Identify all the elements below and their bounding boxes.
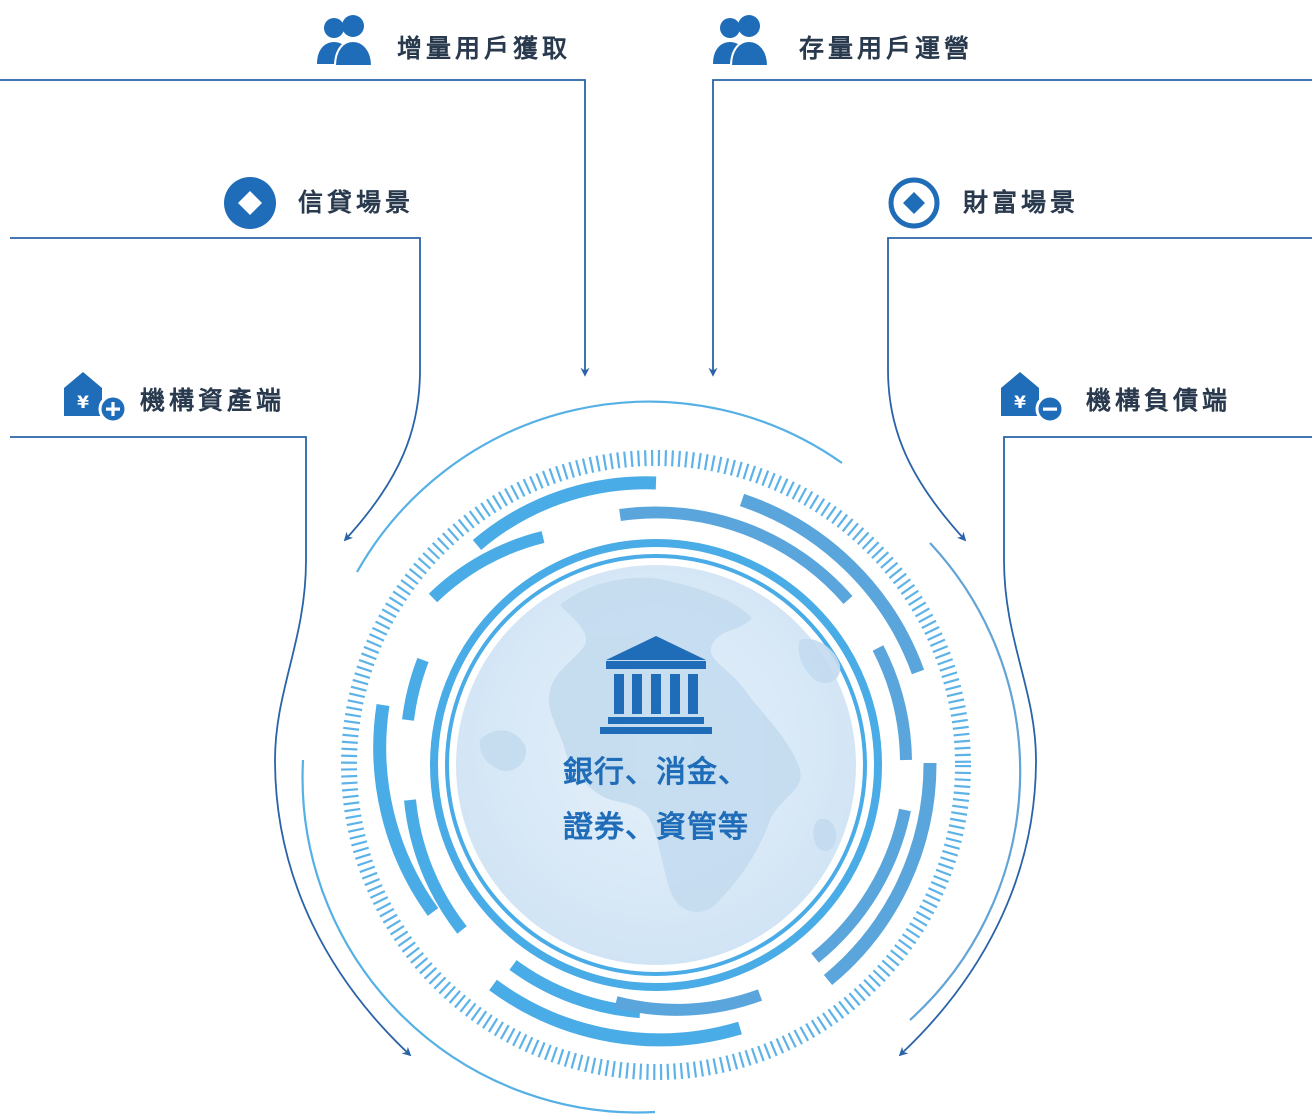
arc-segment [823, 762, 937, 986]
label-asset-side: 機構資產端 [140, 386, 286, 415]
flow-lines [0, 79, 1312, 1057]
svg-text:¥: ¥ [1014, 393, 1026, 413]
users-icon [317, 15, 374, 67]
arc-segment [811, 808, 911, 963]
outer-arc-left-bottom [301, 759, 656, 1114]
bank-icon [600, 636, 712, 734]
inner-ring-outer [430, 539, 882, 991]
line-user-operation [708, 79, 1312, 377]
tick-ring [341, 450, 971, 1080]
arc-segment [472, 476, 657, 550]
arc-segment [619, 506, 853, 604]
arc-segment [373, 704, 439, 916]
center-label-line2: 證券、資管等 [563, 810, 749, 845]
label-liability-side: 機構負債端 [1086, 386, 1232, 415]
line-wealth-scenario [887, 237, 1312, 542]
svg-text:¥: ¥ [77, 393, 89, 413]
label-credit-scenario: 信貸場景 [298, 188, 415, 217]
outer-arc-top [356, 400, 843, 573]
label-wealth-scenario: 財富場景 [963, 188, 1080, 217]
line-user-acquisition [0, 79, 590, 377]
diamond-ring-icon [888, 177, 940, 229]
arc-segment [428, 531, 545, 603]
center-label-line1: 銀行、消金、 [563, 755, 749, 790]
outer-arc-right [909, 542, 1022, 1021]
yen-plus-icon: ¥ [64, 372, 128, 424]
arc-band-inner [402, 506, 912, 1018]
arc-segment [614, 989, 763, 1016]
arc-segment [489, 979, 742, 1047]
arc-segment [509, 960, 641, 1018]
arc-band-outer [373, 476, 937, 1047]
label-user-acquisition: 增量用戶獲取 [397, 34, 572, 63]
diamond-circle-icon [224, 177, 276, 229]
line-credit-scenario [10, 237, 421, 542]
yen-minus-icon: ¥ [1001, 372, 1065, 424]
arc-segment [739, 493, 925, 675]
users-icon [713, 15, 770, 67]
line-asset-side [10, 436, 412, 1057]
label-user-operation: 存量用戶運營 [799, 34, 974, 63]
arc-segment [402, 657, 429, 721]
outer-arcs [301, 400, 1022, 1114]
line-liability-side [898, 436, 1312, 1057]
inner-ring-inner [445, 554, 867, 976]
arc-segment [404, 799, 467, 934]
arc-segment [872, 645, 912, 761]
